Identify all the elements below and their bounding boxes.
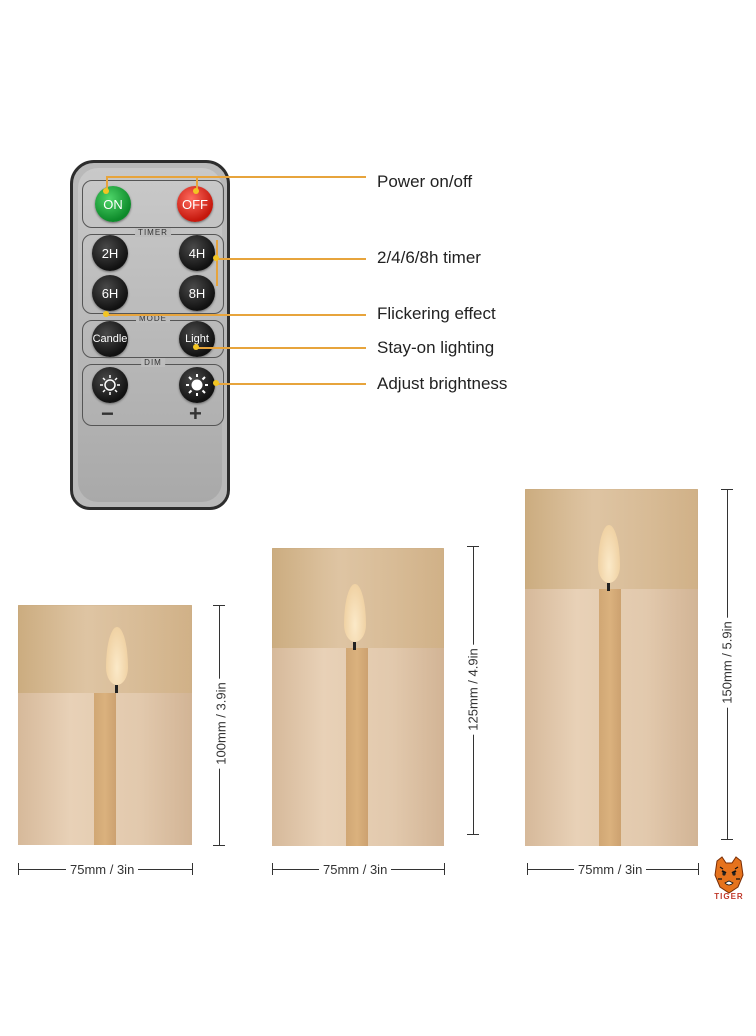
on-button[interactable]: ON (95, 186, 131, 222)
callout-flicker-line (106, 314, 366, 316)
candle-large-width-label: 75mm / 3in (574, 862, 647, 877)
callout-power-line (106, 176, 366, 178)
timer-2h-button[interactable]: 2H (92, 235, 128, 271)
sun-dim-icon (100, 375, 120, 395)
remote-control: ON OFF TIMER 2H 4H 6H 8H MODE Candle Lig… (70, 160, 230, 510)
callout-brightness-text: Adjust brightness (377, 374, 508, 393)
candle-small-flame (106, 627, 128, 685)
remote-body: ON OFF TIMER 2H 4H 6H 8H MODE Candle Lig… (78, 168, 224, 502)
candle-medium-width-label: 75mm / 3in (319, 862, 392, 877)
light-mode-button[interactable]: Light (179, 321, 215, 357)
timer-6h-button[interactable]: 6H (92, 275, 128, 311)
tiger-head-icon (714, 856, 744, 894)
dim-group: DIM (82, 358, 224, 426)
candle-small-height-label: 100mm / 3.9in (213, 678, 229, 769)
callout-stay-on-text: Stay-on lighting (377, 338, 495, 357)
callout-timer-line (216, 258, 366, 260)
candle-medium-flame (344, 584, 366, 642)
candle-large-flame (598, 525, 620, 583)
candle-mode-button[interactable]: Candle (92, 321, 128, 357)
dim-minus-sign: − (101, 401, 114, 426)
candle-large-height-label: 150mm / 5.9in (719, 617, 735, 708)
callout-stay-on-dot (193, 344, 199, 350)
candle-medium (272, 548, 444, 846)
candle-small (18, 605, 192, 845)
dim-up-button[interactable] (179, 367, 215, 403)
candle-medium-height-label: 125mm / 4.9in (465, 644, 481, 735)
power-group: ON OFF (82, 180, 224, 228)
candle-large (525, 489, 698, 846)
candle-small-width-label: 75mm / 3in (66, 862, 139, 877)
callout-flicker-text: Flickering effect (377, 304, 496, 323)
timer-group-label: TIMER (135, 228, 171, 237)
callout-brightness-dot (213, 380, 219, 386)
callout-timer-text: 2/4/6/8h timer (377, 248, 481, 267)
callout-power-leg-right (196, 176, 198, 190)
callout-stay-on-line (196, 347, 366, 349)
mode-group: MODE Candle Light (82, 314, 224, 358)
callout-power-leg-left (106, 176, 108, 190)
callout-power-dot-off (193, 188, 199, 194)
dim-group-label: DIM (141, 358, 165, 367)
timer-8h-button[interactable]: 8H (179, 275, 215, 311)
callout-timer-bracket (216, 240, 218, 286)
sun-bright-icon (186, 374, 208, 396)
logo-text: TIGER (714, 892, 744, 901)
mode-group-label: MODE (136, 314, 170, 323)
dim-down-button[interactable] (92, 367, 128, 403)
timer-4h-button[interactable]: 4H (179, 235, 215, 271)
timer-group: TIMER 2H 4H 6H 8H (82, 228, 224, 314)
callout-brightness-line (216, 383, 366, 385)
dim-plus-sign: + (189, 401, 202, 426)
callout-power-dot-on (103, 188, 109, 194)
callout-timer-dot (213, 255, 219, 261)
callout-flicker-dot (103, 311, 109, 317)
callout-power-text: Power on/off (377, 172, 473, 191)
